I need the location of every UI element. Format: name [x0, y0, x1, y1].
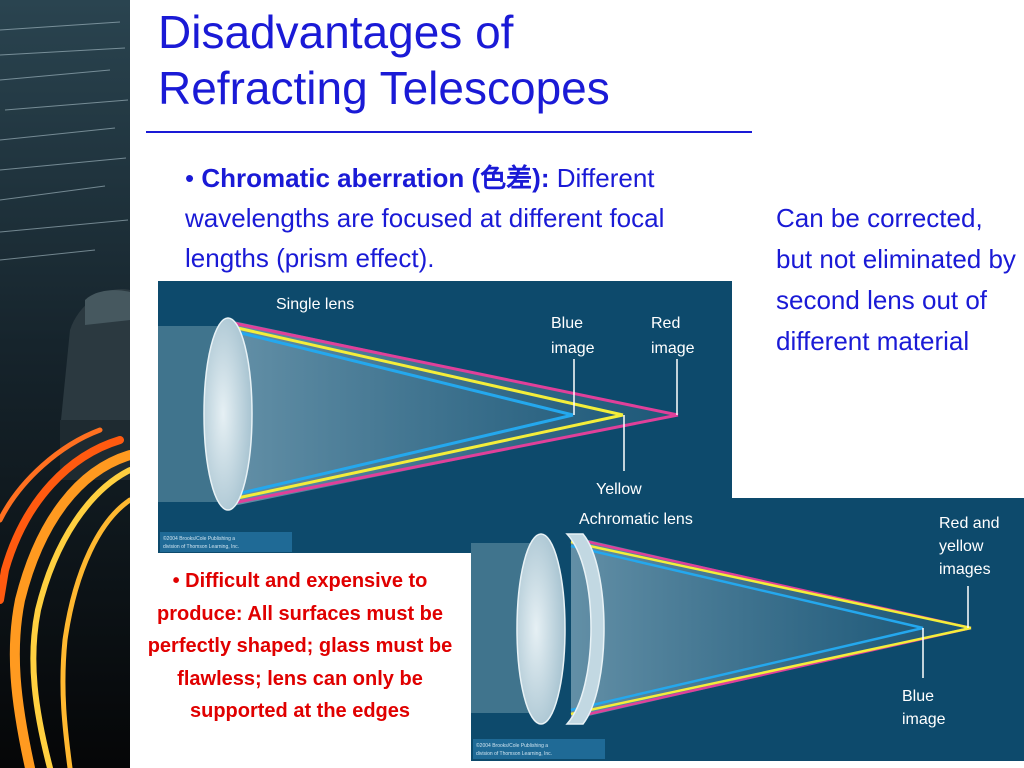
- title-underline: [146, 131, 752, 133]
- slide-title: Disadvantages of Refracting Telescopes: [158, 4, 610, 116]
- refracted-light-cone: [233, 321, 678, 506]
- concave-correcting-lens: [565, 533, 605, 725]
- chromatic-aberration-description: Different wavelengths are focused at dif…: [185, 163, 665, 273]
- single-lens-credit-line-2: division of Thomson Learning, Inc.: [163, 544, 239, 550]
- blue-image-label-line-1: Blue: [551, 315, 583, 332]
- single-lens-credit-line-1: ©2004 Brooks/Cole Publishing a: [163, 535, 235, 542]
- slide-title-line-2: Refracting Telescopes: [158, 62, 610, 114]
- red-yellow-label-line-1: Red and: [939, 515, 1000, 532]
- single-lens-title: Single lens: [276, 296, 354, 313]
- ray-yellow-top: [232, 325, 624, 417]
- ray-blue-top: [232, 329, 574, 417]
- star-trail-image: [0, 0, 130, 768]
- slide-title-line-1: Disadvantages of: [158, 6, 514, 58]
- achromatic-light-cone: [571, 536, 971, 720]
- bullet-chromatic-aberration: • Chromatic aberration (色差): Different w…: [185, 158, 725, 278]
- achromatic-ray-yellow-top: [570, 540, 972, 630]
- ray-blue-bottom: [232, 413, 574, 497]
- red-image-label-line-2: image: [651, 340, 695, 357]
- achromatic-credit-line-1: ©2004 Brooks/Cole Publishing a: [476, 742, 548, 749]
- bullet-marker: •: [185, 163, 202, 193]
- ray-red-top: [232, 321, 679, 417]
- correction-note: Can be corrected, but not eliminated by …: [776, 203, 1016, 356]
- blue-image-label-line-2: image: [551, 340, 595, 357]
- red-yellow-label-line-3: images: [939, 561, 991, 578]
- achromatic-credit-box: [473, 739, 605, 759]
- achromatic-ray-blue-bottom: [570, 626, 924, 712]
- achromatic-lens-diagram: Achromatic lens Red and yellow images Bl…: [471, 498, 1024, 761]
- bullet-manufacturing-difficulty: • Difficult and expensive to produce: Al…: [147, 570, 453, 722]
- red-yellow-label-line-2: yellow: [939, 538, 984, 555]
- ray-yellow-bottom: [232, 413, 624, 501]
- chromatic-aberration-term: Chromatic aberration (色差):: [201, 163, 550, 193]
- ray-red-bottom: [232, 413, 679, 505]
- yellow-focus-label: Yellow: [596, 481, 642, 498]
- achromatic-ray-blue-top: [570, 544, 924, 630]
- decorative-photo-strip: [0, 0, 130, 768]
- achromatic-blue-label-line-1: Blue: [902, 688, 934, 705]
- red-image-label-line-1: Red: [651, 315, 680, 332]
- achromatic-ray-yellow-bottom: [570, 626, 972, 716]
- achromatic-credit-line-2: division of Thomson Learning, Inc.: [476, 751, 552, 757]
- achromatic-blue-label-line-2: image: [902, 711, 946, 728]
- achromatic-convex-lens: [516, 533, 566, 725]
- convex-lens: [203, 317, 253, 511]
- achromatic-lens-title: Achromatic lens: [579, 511, 693, 528]
- single-lens-credit-box: [160, 532, 292, 552]
